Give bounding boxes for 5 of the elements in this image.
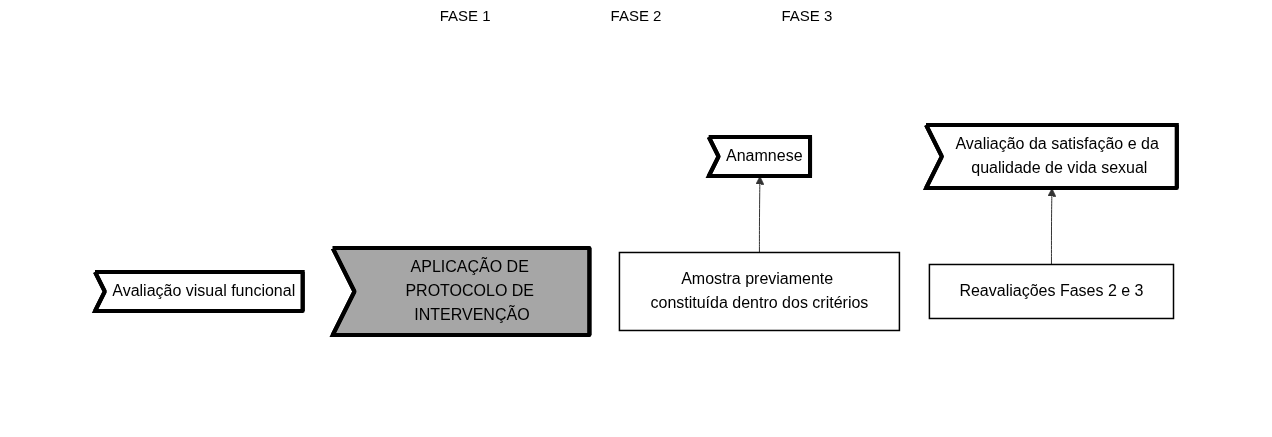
phase-label: FASE 3 [781,6,833,24]
node-box: Amostra previamente constituída dentro dos critérios [618,251,901,332]
phase-label: FASE 1 [439,6,491,24]
node-box: Reavaliações Fases 2 e 3 [928,263,1175,320]
phase-label: FASE 2 [610,6,662,24]
